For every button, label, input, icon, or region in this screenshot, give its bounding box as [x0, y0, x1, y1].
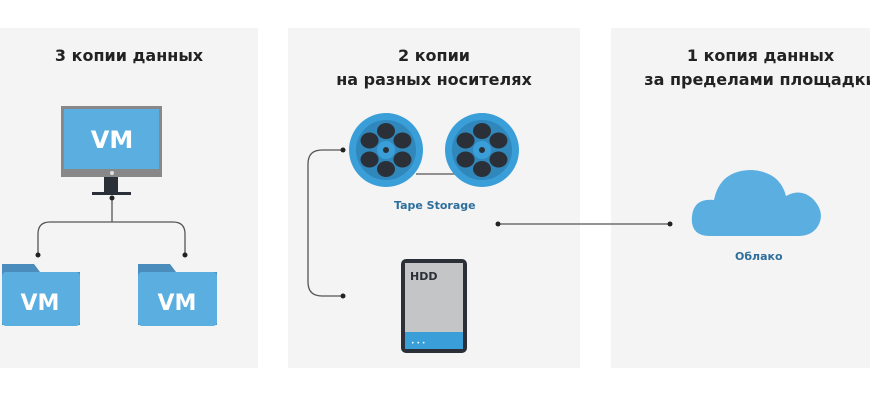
panel-title-line2: на разных носителях — [336, 70, 532, 89]
monitor-icon — [61, 106, 162, 195]
panel-title-line1: 2 копии — [397, 46, 471, 65]
panel-title-line1: 1 копия данных — [686, 46, 835, 65]
tape-reel-icon — [445, 113, 519, 187]
panel-title: 3 копии данных — [54, 46, 204, 65]
tape-storage-label: Tape Storage — [394, 199, 476, 212]
hdd-icon — [401, 259, 467, 353]
folder-icon — [138, 264, 217, 326]
hdd-label: HDD — [410, 270, 437, 283]
connector-dots — [35, 147, 673, 299]
hdd-dots: • • • — [411, 340, 425, 347]
folder-icon — [2, 264, 80, 326]
folder-label: VM — [158, 291, 197, 316]
cloud-label: Облако — [735, 250, 783, 263]
panel-title-line2: за пределами площадки — [644, 70, 870, 89]
tape-reel-icon — [349, 113, 423, 187]
connector-lines — [37, 149, 670, 297]
monitor-label: VM — [91, 126, 133, 154]
folder-label: VM — [21, 291, 60, 316]
cloud-icon — [691, 170, 821, 236]
